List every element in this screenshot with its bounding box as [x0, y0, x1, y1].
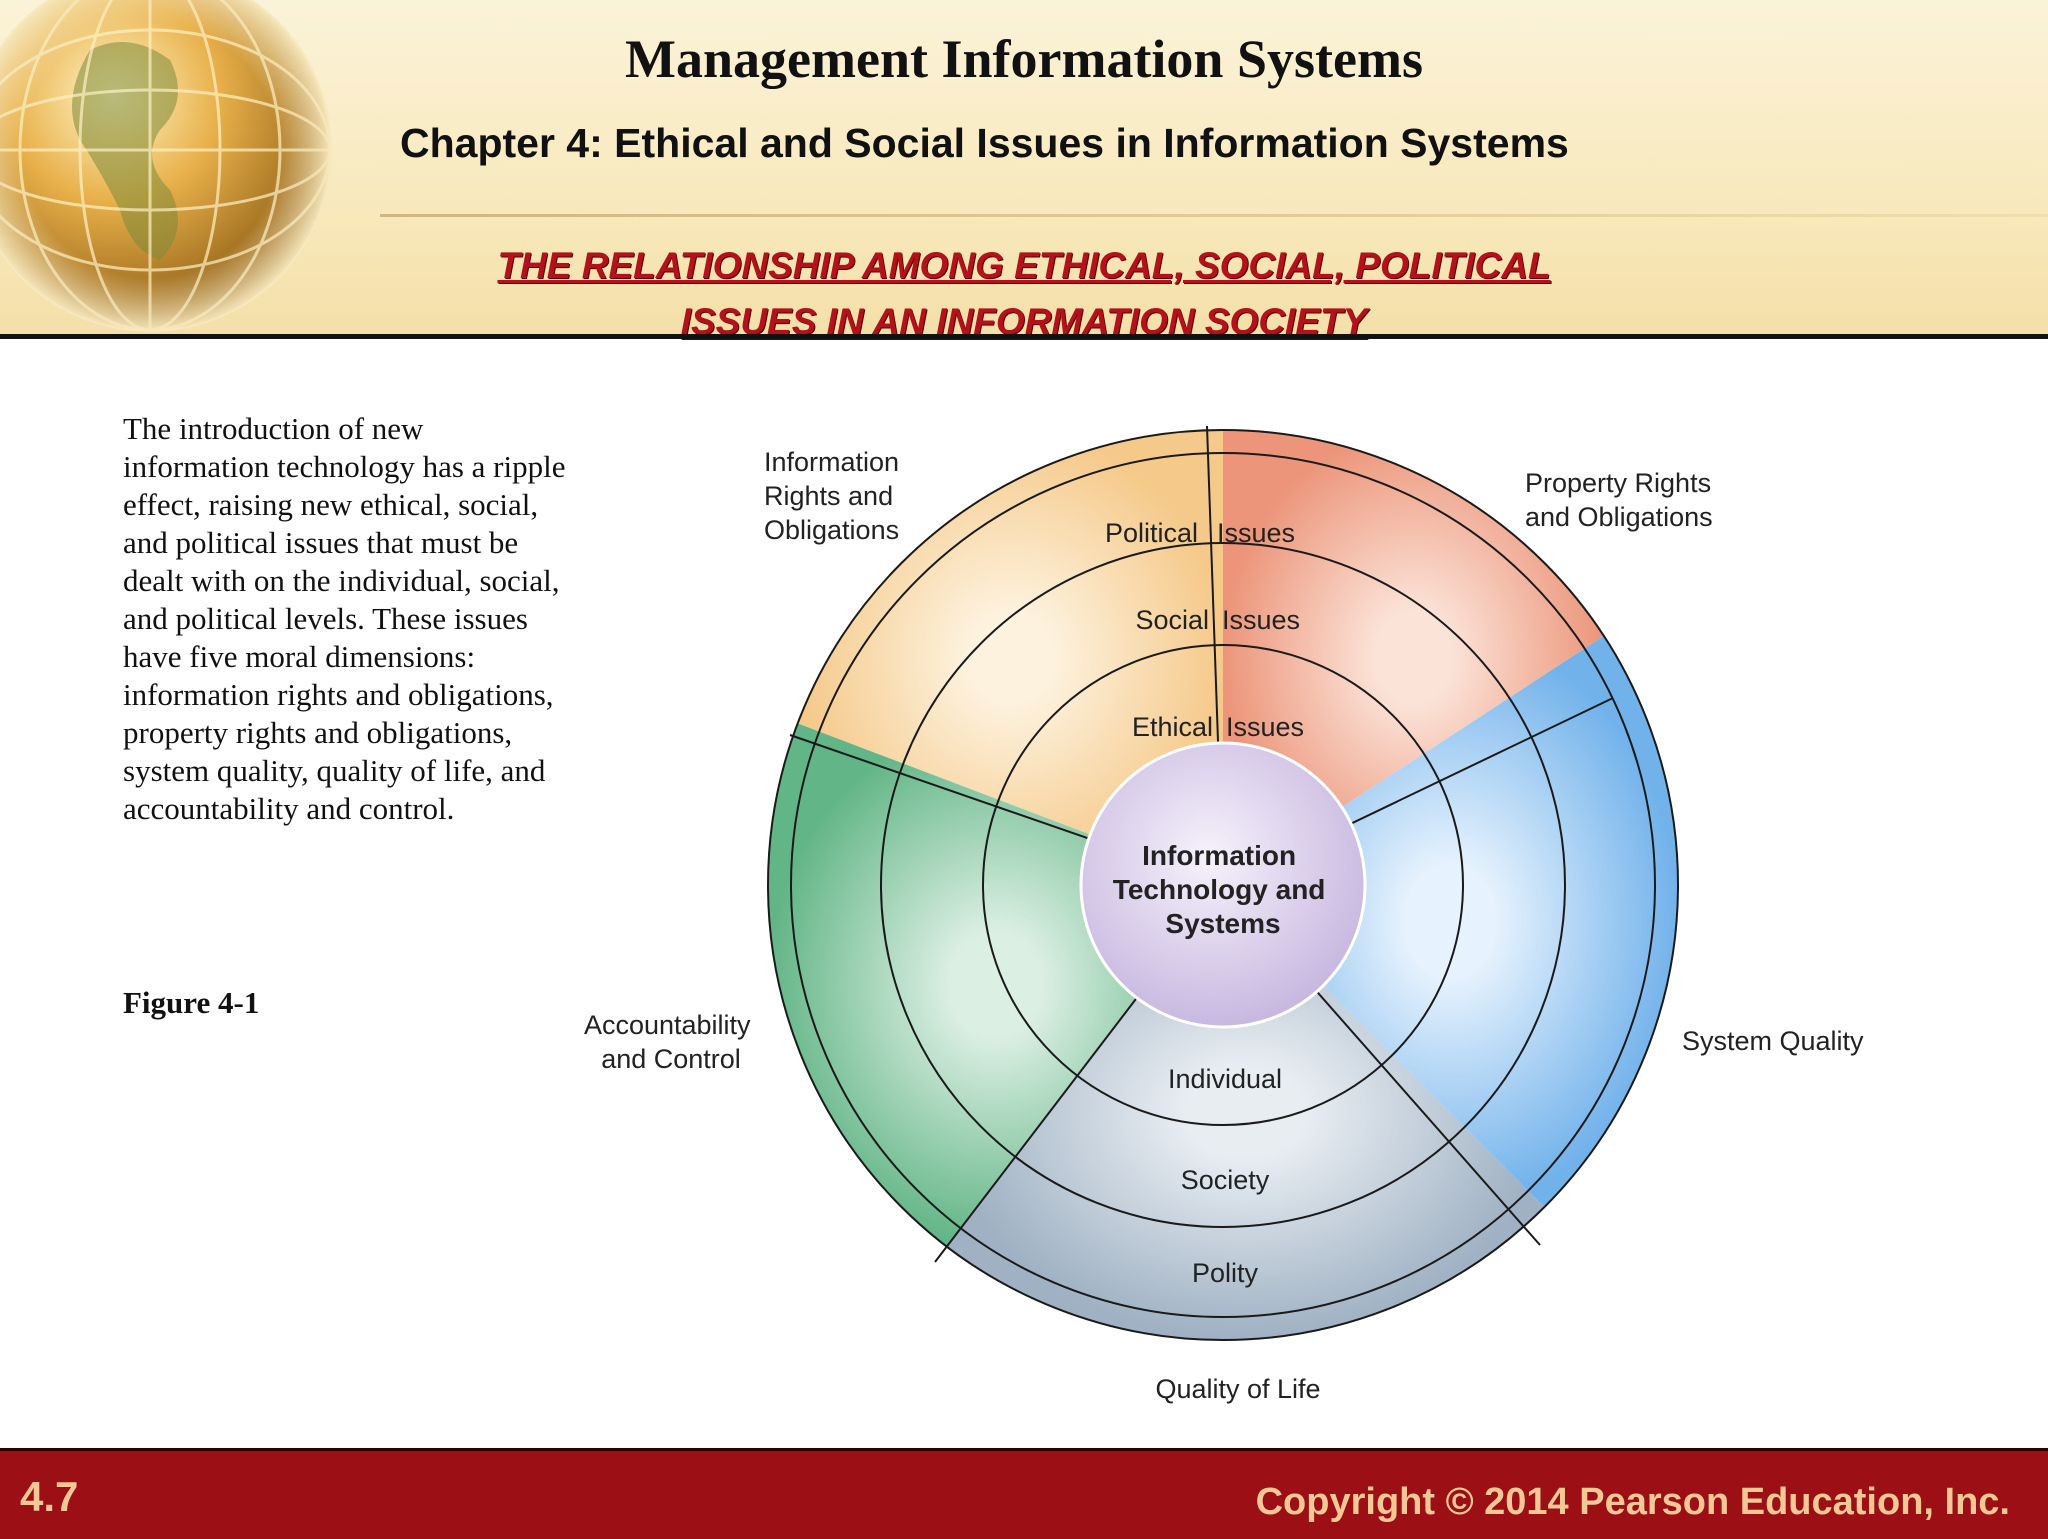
- center-label-line-1: Information: [1142, 840, 1296, 871]
- society-ring: [880, 542, 1566, 1228]
- course-title: Management Information Systems: [625, 29, 1423, 89]
- header-rule: [380, 214, 2048, 217]
- level-label-polity: Polity: [1192, 1258, 1259, 1288]
- center-label-line-2: Technology and: [1113, 874, 1326, 905]
- outer-ring: [767, 429, 1679, 1341]
- ring-label-political-issues: Issues: [1217, 518, 1295, 548]
- sector-quality-of-life: [946, 885, 1544, 1340]
- ring-label-social-issues: Issues: [1222, 605, 1300, 635]
- center-label-line-3: Systems: [1165, 908, 1280, 939]
- dimension-label-accountability: Accountability and Control: [584, 1010, 758, 1074]
- ripple-diagram: Information Technology and Systems Polit…: [584, 425, 1864, 1404]
- header-divider: [0, 334, 2048, 339]
- ring-label-ethical: Ethical: [1132, 712, 1213, 742]
- slide-footer: 4.7 Copyright © 2014 Pearson Education, …: [0, 1448, 2048, 1539]
- slide-heading-line-1: THE RELATIONSHIP AMONG ETHICAL, SOCIAL, …: [497, 245, 1551, 286]
- dimension-label-property-rights: Property Rights and Obligations: [1525, 468, 1719, 532]
- slide-number: 4.7: [20, 1473, 79, 1520]
- polity-ring: [790, 452, 1656, 1318]
- slide-heading-line-2: ISSUES IN AN INFORMATION SOCIETY: [680, 301, 1368, 342]
- copyright-notice: Copyright © 2014 Pearson Education, Inc.: [1255, 1481, 2010, 1523]
- dimension-label-information-rights: Information Rights and Obligations: [764, 447, 907, 545]
- figure-label: Figure 4-1: [123, 985, 260, 1020]
- level-label-individual: Individual: [1168, 1064, 1282, 1094]
- globe-icon: [0, 0, 332, 332]
- individual-ring: [982, 644, 1464, 1126]
- body-paragraph: The introduction of new information tech…: [123, 411, 566, 826]
- level-label-society: Society: [1181, 1165, 1270, 1195]
- svg-text:Information Technology and: Information Technology and Systems: [1113, 840, 1333, 939]
- ring-label-ethical-issues: Issues: [1226, 712, 1304, 742]
- slide-header: Management Information Systems Chapter 4…: [0, 0, 2048, 342]
- sector-information-rights: [797, 430, 1223, 885]
- sector-system-quality: [1223, 635, 1678, 1207]
- ring-label-political: Political: [1105, 518, 1198, 548]
- center-circle: [1079, 741, 1367, 1029]
- dimension-label-system-quality: System Quality: [1682, 1026, 1864, 1056]
- dimension-label-quality-of-life: Quality of Life: [1155, 1374, 1320, 1404]
- ring-label-social: Social: [1135, 605, 1209, 635]
- chapter-title: Chapter 4: Ethical and Social Issues in …: [400, 120, 1569, 166]
- sector-property-rights: [1223, 430, 1604, 885]
